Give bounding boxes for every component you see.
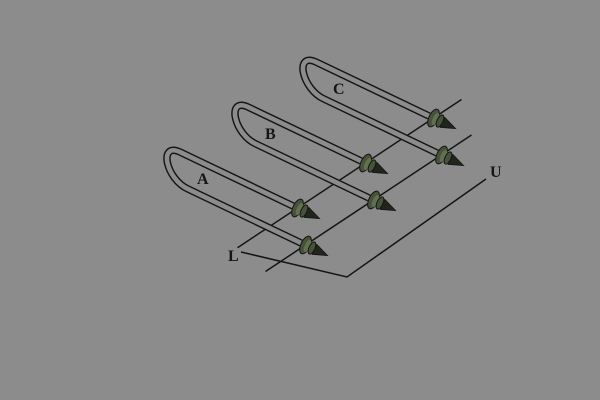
label-terminal-l: L [228,248,239,265]
label-terminal-u: U [490,164,502,181]
mounting-plate-edge [240,178,487,278]
label-element-b: B [265,126,276,143]
terminal-rail-upper [237,98,462,249]
heater-element-c [303,60,464,165]
label-element-c: C [333,81,345,98]
label-element-a: A [197,171,209,188]
